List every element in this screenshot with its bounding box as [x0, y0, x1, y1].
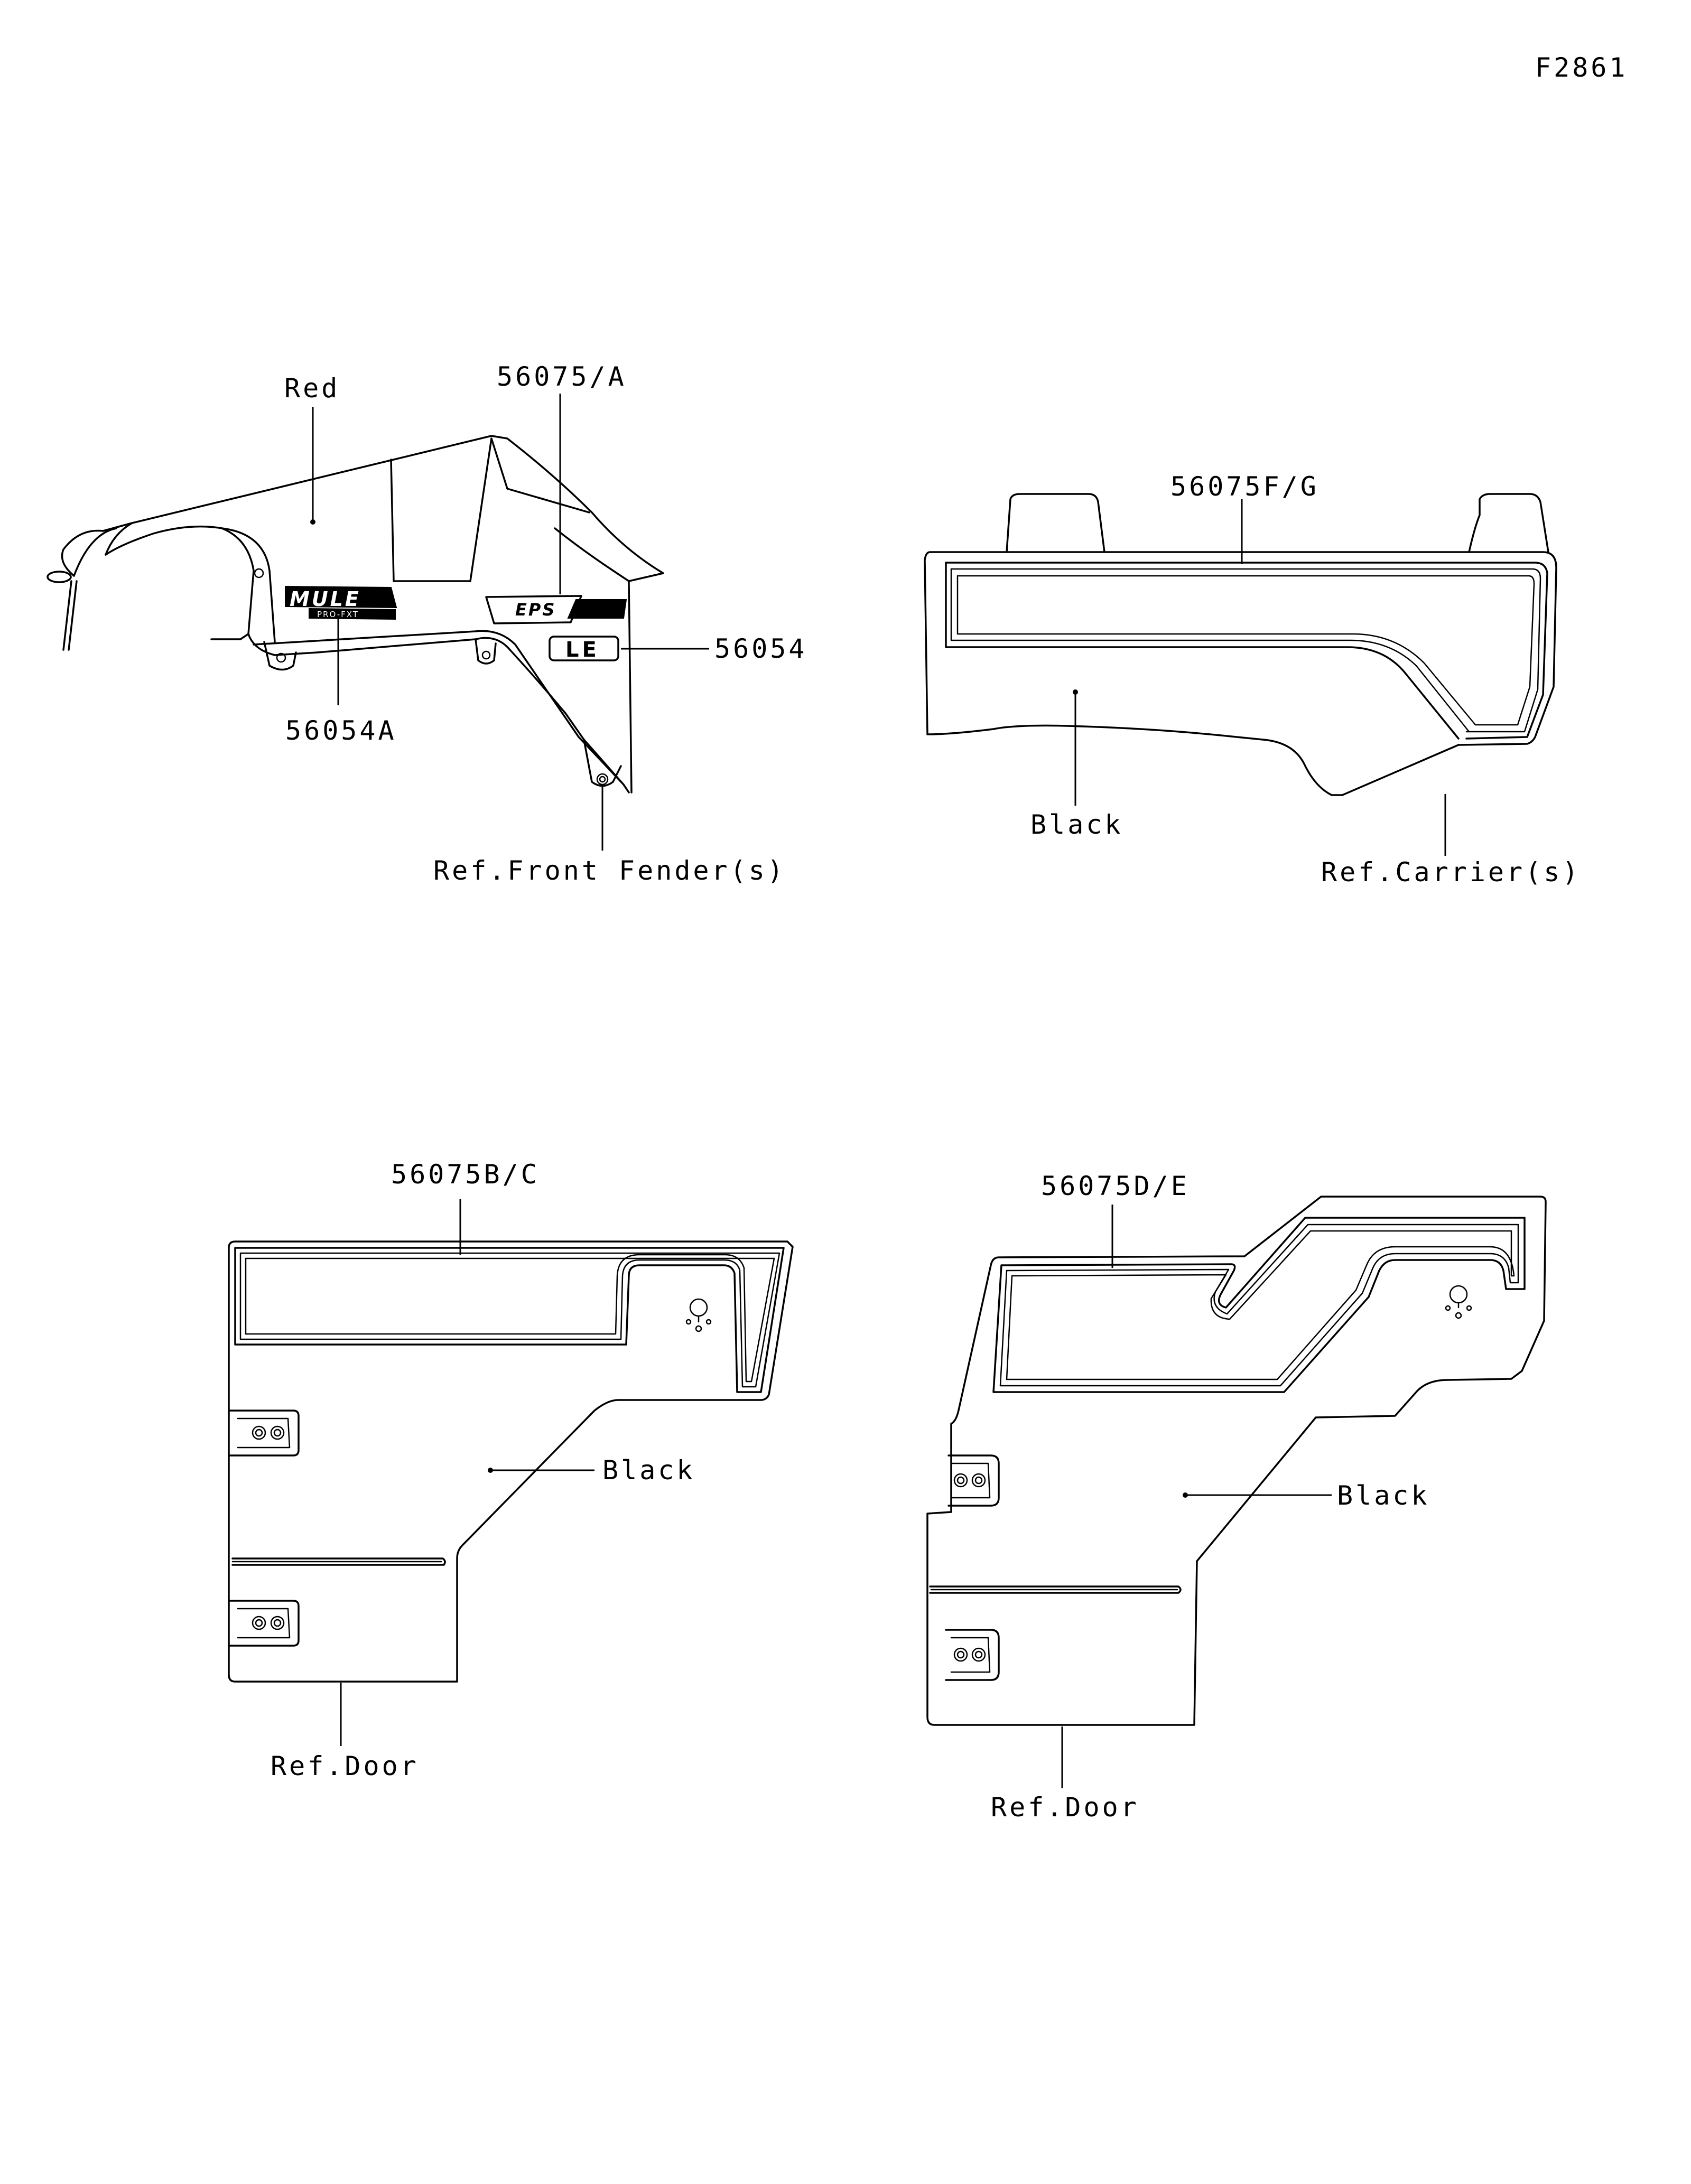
door-left-drawing [228, 1240, 794, 1683]
label-black-carrier: Black [1030, 809, 1123, 840]
mule-logo-subtext: PRO-FXT [317, 610, 359, 619]
part-56075-f-g: 56075F/G [1170, 471, 1319, 502]
label-black-door-left: Black [602, 1455, 695, 1486]
le-logo-text: LE [565, 638, 600, 662]
front-fender-drawing: MULE PRO-FXT EPS LE [47, 435, 664, 794]
carrier-drawing [924, 493, 1557, 796]
part-56075-d-e: 56075D/E [1041, 1171, 1190, 1201]
ref-front-fender: Ref.Front Fender(s) [433, 855, 786, 886]
front-fender-callouts: Red 56075/A 56054 56054A Ref.Front Fende… [284, 361, 807, 886]
figure-id: F2861 [1535, 52, 1628, 83]
part-56054a: 56054A [285, 715, 397, 746]
eps-logo-decal: EPS [485, 595, 627, 624]
ref-door-left: Ref.Door [271, 1751, 419, 1781]
ref-carrier: Ref.Carrier(s) [1321, 857, 1581, 888]
eps-logo-text: EPS [515, 600, 556, 620]
door-left-callouts: 56075B/C Black Ref.Door [271, 1159, 695, 1781]
ref-door-right: Ref.Door [991, 1792, 1139, 1823]
le-logo-decal: LE [549, 636, 619, 662]
label-red: Red [284, 373, 340, 404]
label-black-door-right: Black [1337, 1480, 1430, 1511]
door-right-callouts: 56075D/E Black Ref.Door [991, 1171, 1430, 1823]
part-56075-a: 56075/A [497, 361, 627, 392]
part-56054: 56054 [714, 633, 807, 664]
part-56075-b-c: 56075B/C [391, 1159, 540, 1190]
door-right-drawing [926, 1196, 1547, 1726]
mule-logo-text: MULE [290, 587, 361, 611]
mule-logo-decal: MULE PRO-FXT [285, 585, 397, 620]
carrier-callouts: 56075F/G Black Ref.Carrier(s) [1030, 471, 1581, 888]
